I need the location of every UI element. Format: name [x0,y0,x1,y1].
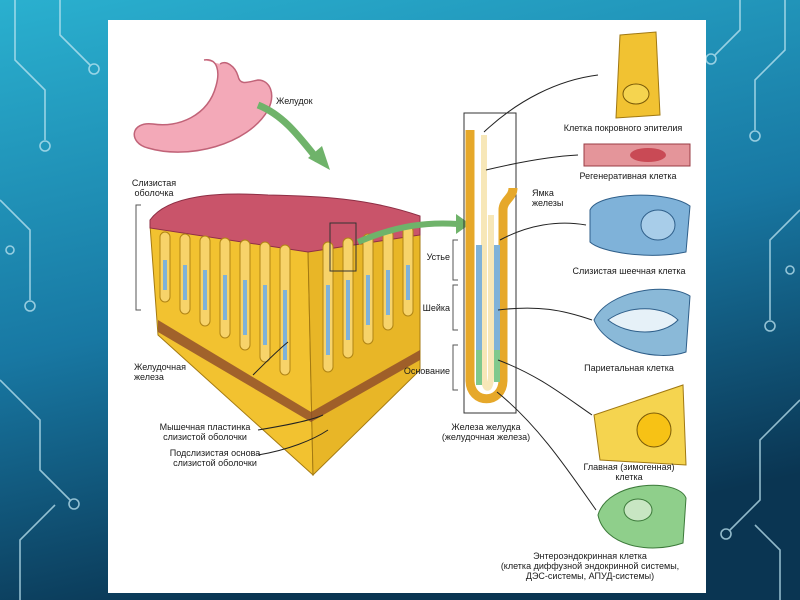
cell-parietal-shape [593,288,691,356]
cell-surface-epithelium-shape [615,31,661,119]
label-base: Основание [403,366,450,376]
label-cell-parietal: Париетальная клетка [584,363,674,373]
zoom-box [329,222,357,272]
pointer-arrows [252,74,599,511]
label-mouth: Устье [426,252,450,262]
block-to-gland-arrow [356,220,459,245]
enlarged-gland [465,130,518,404]
stomach-shape [133,59,273,153]
cell-chief-shape [593,384,687,466]
label-cell-chief: Главная (зимогенная) клетка [583,462,675,482]
label-muscular-plate: Мышечная пластинка слизистой оболочки [159,422,251,442]
block-gland-cells [163,260,410,360]
block-glands [159,225,414,376]
mucosa-surface [149,193,421,253]
gland-zone-brackets [452,239,458,391]
label-cell-regenerative: Регенеративная клетка [579,171,677,181]
label-mucosa: Слизистая оболочка [131,178,177,198]
label-stomach: Желудок [276,96,313,106]
cell-mucous-neck-shape [589,194,691,256]
label-pit: Ямка железы [532,188,564,208]
stomach-to-block-arrow [256,101,321,163]
cell-enteroendocrine-shape [597,484,687,549]
gland-blue-cells [476,245,500,350]
submucosa-band-left [158,320,311,422]
label-neck: Шейка [422,303,450,313]
label-cell-surface-epithelium: Клетка покровного эпителия [563,123,683,133]
stomach-gland-diagram [133,31,691,549]
gland-frame [463,112,517,414]
label-gastric-gland: Желудочная железа [134,362,186,382]
slide: Желудок Слизистая оболочка Желудочная же… [108,20,706,593]
label-gland-title: Железа желудка (желудочная железа) [441,422,531,442]
submucosa-band-right [311,350,420,422]
label-cell-enteroendocrine: Энтероэндокринная клетка (клетка диффузн… [500,551,680,581]
gland-green-cells [476,350,500,385]
label-cell-mucous-neck: Слизистая шеечная клетка [572,266,686,276]
mucosa-bracket [135,204,141,311]
cell-regenerative-shape [583,143,691,167]
label-submucosa: Подслизистая основа слизистой оболочки [169,448,261,468]
